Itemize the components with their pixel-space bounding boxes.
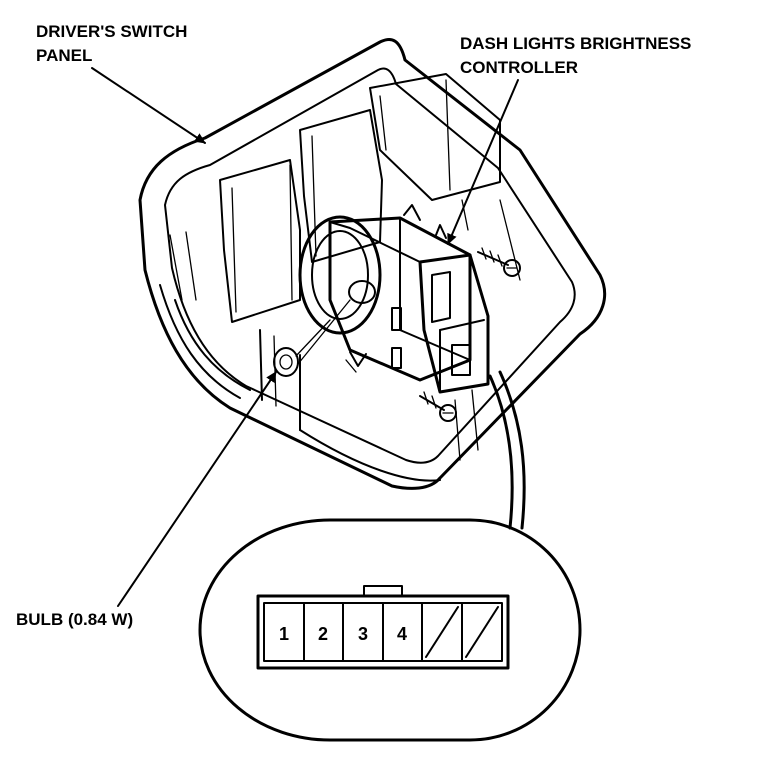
panel-callout-arrow <box>91 67 206 144</box>
harness-wire <box>488 374 514 530</box>
switch-panel-housing <box>138 37 607 490</box>
empty-cavity-6 <box>465 606 499 658</box>
panel-label-line2: PANEL <box>36 46 92 65</box>
lower-screw <box>419 391 457 422</box>
pin-2-label: 2 <box>318 624 328 644</box>
empty-cavity-5 <box>425 606 459 658</box>
controller-label-line2: CONTROLLER <box>460 58 578 77</box>
bulb <box>273 299 351 377</box>
connector-face <box>256 594 510 670</box>
controller-label-line1: DASH LIGHTS BRIGHTNESS <box>460 34 691 53</box>
upper-screw <box>477 247 521 277</box>
bulb-callout-arrow <box>117 371 277 607</box>
bulb-label: BULB (0.84 W) <box>16 610 133 629</box>
controller-callout-arrow <box>447 79 519 245</box>
pin-3-label: 3 <box>358 624 368 644</box>
connector-detail-view: 1 2 3 4 <box>198 518 582 742</box>
panel-label-line1: DRIVER'S SWITCH <box>36 22 187 41</box>
brightness-controller <box>298 204 490 394</box>
pin-1-label: 1 <box>279 624 289 644</box>
connector-view-outline <box>198 518 582 742</box>
pin-4-label: 4 <box>397 624 407 644</box>
